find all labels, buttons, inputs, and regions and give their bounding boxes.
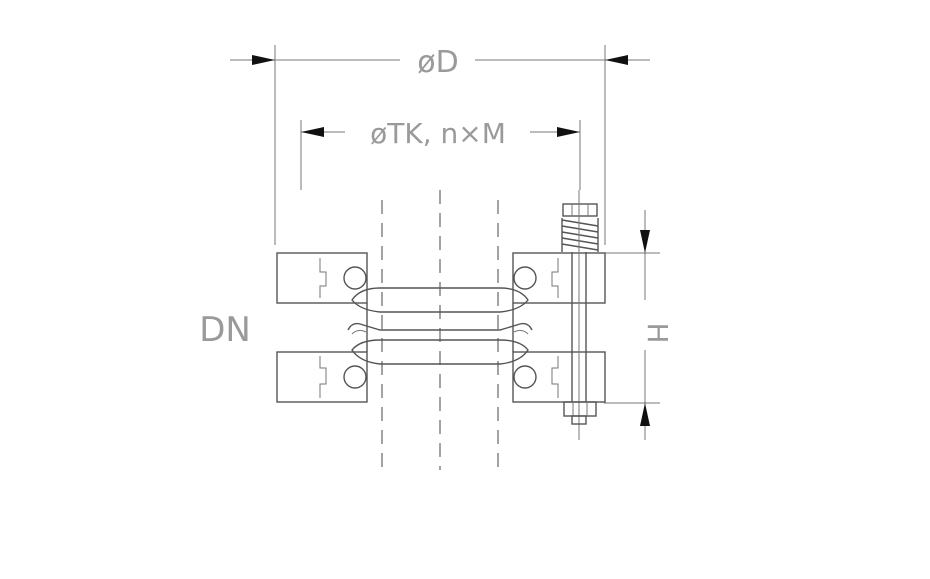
outer-diameter-label: øD [417,45,458,80]
spring-bolt [561,190,599,440]
nominal-diameter-label: DN [199,310,251,350]
arrow-up-icon [640,403,650,426]
dimension-bolt-circle: øTK, n×M [300,117,581,190]
dimension-outer-diameter: øD [230,45,650,245]
arrow-left-icon [301,127,324,137]
arrow-right-icon [605,55,628,65]
lower-flange [276,351,606,403]
bolt-circle-label: øTK, n×M [370,117,506,150]
bellows-element [347,287,533,365]
arrow-down-icon [640,230,650,253]
arrow-right-icon [557,127,580,137]
dimension-height: H [604,210,674,440]
height-label: H [641,322,674,343]
upper-flange [276,252,606,304]
arrow-left-icon [252,55,275,65]
